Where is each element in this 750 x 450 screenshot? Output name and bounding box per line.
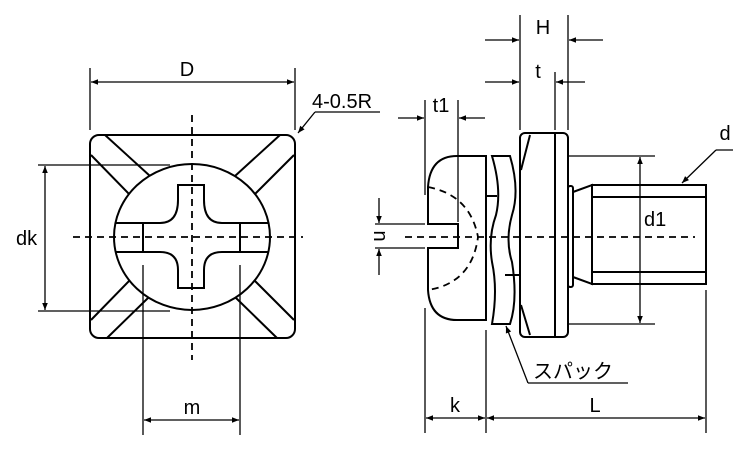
front-view: D 4-0.5R dk m bbox=[16, 59, 380, 435]
dim-n: n bbox=[369, 230, 391, 241]
screw-shaft bbox=[591, 184, 707, 285]
dim-t1: t1 bbox=[433, 95, 450, 117]
phillips-recess bbox=[142, 184, 241, 289]
flat-washer bbox=[519, 132, 569, 338]
screw-head-side bbox=[427, 155, 487, 321]
dim-m: m bbox=[184, 397, 201, 419]
dim-t: t bbox=[535, 61, 541, 83]
dim-L: L bbox=[589, 395, 600, 417]
dim-d: d bbox=[719, 123, 730, 145]
dim-D: D bbox=[180, 59, 194, 81]
dim-corner-radius: 4-0.5R bbox=[312, 91, 372, 113]
label-spack: スパック bbox=[533, 360, 613, 383]
dim-d1: d1 bbox=[644, 209, 666, 231]
dim-dk: dk bbox=[16, 228, 38, 250]
dim-k: k bbox=[450, 395, 461, 417]
side-view: n t1 H t d1 d k L スパック bbox=[369, 15, 733, 433]
dim-H: H bbox=[536, 17, 550, 39]
spring-washer bbox=[489, 155, 517, 325]
